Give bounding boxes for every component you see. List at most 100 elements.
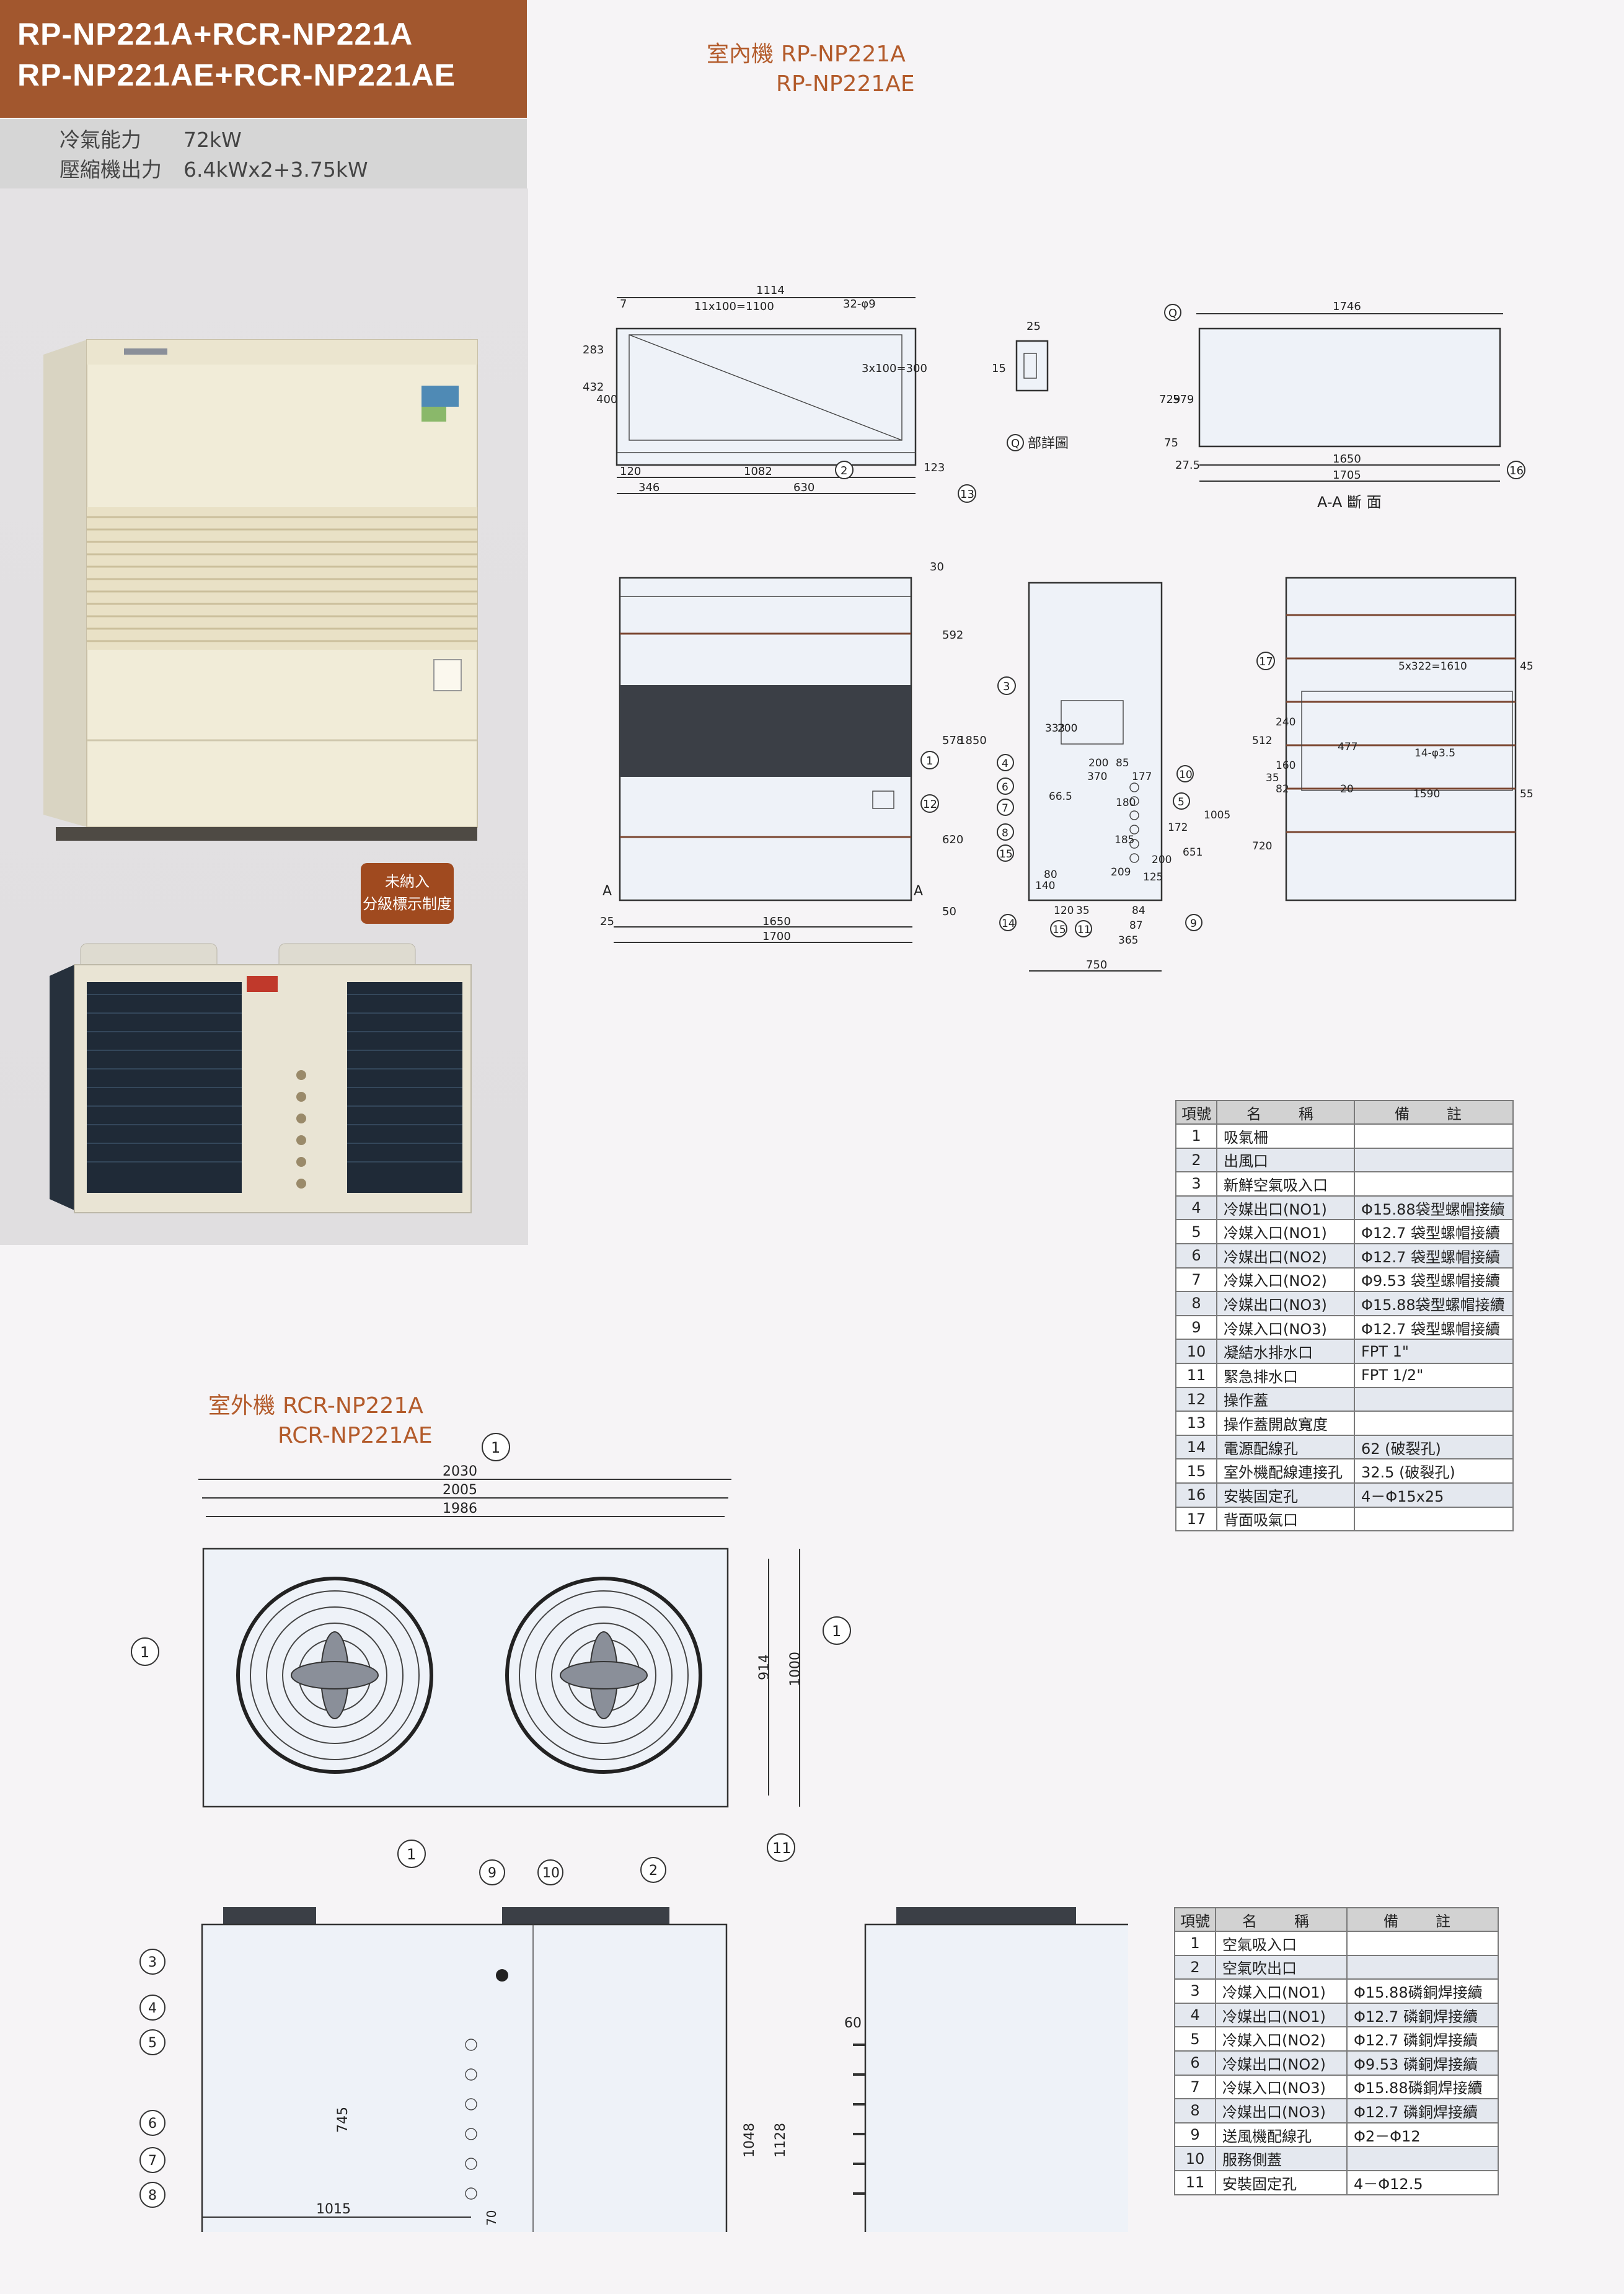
dim-592: 592 [942, 629, 963, 642]
dim-1650-sec: 1650 [1333, 453, 1361, 466]
cell-no: 3 [1175, 1171, 1217, 1197]
col-item-no: 項號 [1175, 1100, 1217, 1125]
svg-text:5: 5 [148, 2035, 157, 2051]
cell-no: 6 [1175, 1242, 1217, 1269]
dim-512: 512 [1252, 735, 1272, 747]
indoor-side-view: 333 200 200 85 370 177 66.5 1005 180 172… [997, 582, 1230, 972]
cell-remark [1354, 1410, 1514, 1436]
svg-text:4: 4 [1002, 758, 1008, 770]
dim-15: 15 [992, 362, 1006, 375]
indoor-front-view: 1650 1700 25 30 592 578 1850 620 50 A A … [600, 560, 987, 943]
dim-120: 120 [620, 465, 641, 478]
cell-no: 10 [1174, 2146, 1216, 2171]
cell-name: 背面吸氣口 [1216, 1506, 1355, 1532]
col-remark: 備 註 [1346, 1907, 1499, 1932]
cell-remark [1354, 1386, 1514, 1412]
dim-35: 35 [1076, 905, 1090, 917]
badge-not-rated: 未納入 分級標示制度 [361, 863, 454, 924]
dim-3x100: 3x100=300 [862, 362, 927, 375]
dim-66-5: 66.5 [1049, 790, 1072, 803]
cell-remark: FPT 1/2" [1354, 1362, 1514, 1388]
svg-text:2: 2 [841, 464, 847, 477]
cell-remark: Φ12.7 磷銅焊接續 [1346, 2026, 1499, 2052]
dim-70: 70 [484, 2210, 499, 2226]
cell-remark: Φ9.53 袋型螺帽接續 [1354, 1267, 1514, 1293]
svg-text:14: 14 [1002, 918, 1015, 930]
svg-text:1: 1 [832, 1623, 841, 1640]
cell-remark: 4－Φ12.5 [1346, 2169, 1499, 2195]
cell-no: 4 [1174, 2002, 1216, 2028]
dim-1705: 1705 [1333, 469, 1361, 482]
dim-11x100: 11x100=1100 [694, 300, 774, 313]
title-line-1: RP-NP221A+RCR-NP221A [17, 17, 413, 51]
dim-1590: 1590 [1413, 788, 1440, 800]
detail-marker: Q [1011, 437, 1020, 450]
dim-1000: 1000 [788, 1652, 803, 1686]
dim-80: 80 [1044, 869, 1057, 881]
cell-name: 冷媒出口(NO3) [1215, 2098, 1348, 2124]
unit-photos [43, 339, 478, 1213]
dim-200b: 200 [1088, 757, 1108, 769]
dim-50: 50 [942, 905, 956, 918]
dim-579: 579 [1173, 393, 1194, 406]
cell-name: 冷媒入口(NO1) [1215, 1978, 1348, 2004]
dim-7: 7 [620, 298, 627, 311]
dim-25-front: 25 [600, 915, 614, 928]
cell-no: 1 [1175, 1123, 1217, 1149]
cell-no: 7 [1175, 1267, 1217, 1293]
photo-panel [0, 188, 528, 1245]
cell-name: 安裝固定孔 [1216, 1482, 1355, 1508]
dim-14phi3-5: 14-φ3.5 [1414, 747, 1455, 760]
cell-name: 冷媒出口(NO3) [1216, 1291, 1355, 1316]
dim-209: 209 [1111, 866, 1131, 879]
cell-no: 17 [1175, 1506, 1217, 1532]
dim-1082: 1082 [744, 465, 772, 478]
cell-no: 8 [1175, 1291, 1217, 1316]
outdoor-model-2: RCR-NP221AE [278, 1423, 433, 1448]
cell-remark: 62 (破裂孔) [1354, 1434, 1514, 1460]
dim-432: 432 [583, 381, 604, 394]
svg-text:16: 16 [1509, 464, 1524, 477]
cell-remark: Φ12.7 磷銅焊接續 [1346, 2098, 1499, 2124]
indoor-unit-photo [43, 339, 478, 841]
svg-text:7: 7 [148, 2153, 157, 2169]
outdoor-unit-photo [50, 943, 472, 1213]
outdoor-front-view: 745 1048 1128 1015 70 9 10 2 3 4 5 6 7 8 [139, 1857, 788, 2232]
dim-20: 20 [1340, 783, 1354, 795]
dim-82: 82 [1276, 783, 1289, 795]
svg-text:1: 1 [926, 755, 933, 768]
cell-name: 冷媒入口(NO3) [1215, 2074, 1348, 2100]
dim-1650-front: 1650 [762, 915, 791, 928]
cell-name: 凝結水排水口 [1216, 1339, 1355, 1364]
cell-name: 新鮮空氣吸入口 [1216, 1171, 1355, 1197]
dim-25: 25 [1026, 320, 1041, 333]
detail-label: 部詳圖 [1028, 436, 1069, 451]
cell-name: 安裝固定孔 [1215, 2169, 1348, 2195]
indoor-model-2: RP-NP221AE [776, 71, 915, 97]
cell-no: 6 [1174, 2050, 1216, 2076]
cell-name: 服務側蓋 [1215, 2146, 1348, 2171]
dim-75: 75 [1164, 436, 1178, 450]
cell-no: 2 [1175, 1147, 1217, 1173]
dim-370: 370 [1087, 771, 1107, 783]
cell-no: 1 [1174, 1931, 1216, 1956]
dim-400: 400 [596, 393, 617, 406]
cell-name: 吸氣柵 [1216, 1123, 1355, 1149]
col-name: 名 稱 [1216, 1100, 1355, 1125]
badge-line-2: 分級標示制度 [363, 895, 452, 913]
section-marker-right: A [914, 884, 923, 899]
cell-remark: FPT 1" [1354, 1339, 1514, 1364]
cell-name: 冷媒入口(NO2) [1216, 1267, 1355, 1293]
title-block: RP-NP221A+RCR-NP221A RP-NP221AE+RCR-NP22… [0, 0, 527, 118]
